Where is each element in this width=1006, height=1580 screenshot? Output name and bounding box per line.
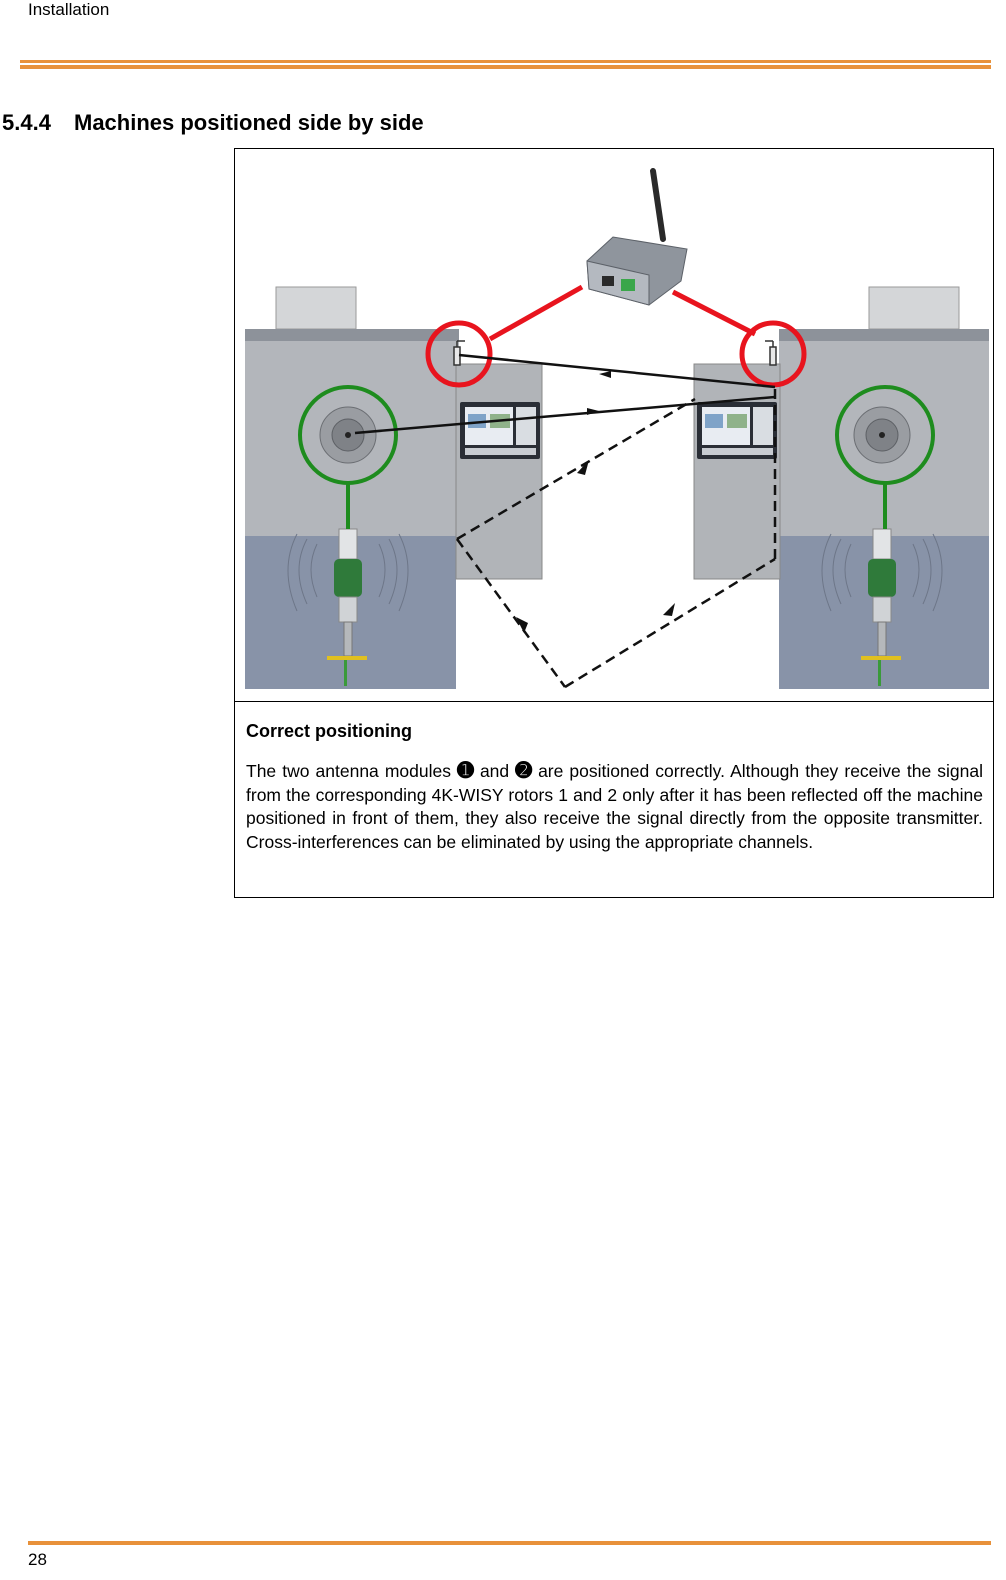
left-4k-wisy-tool: [327, 528, 367, 686]
caption-body: The two antenna modules ➊ and ➋ are posi…: [246, 760, 983, 854]
direct-signal-lines: [354, 353, 776, 435]
right-control-cabinet: [693, 363, 781, 580]
right-control-panel: [697, 402, 777, 459]
footer-rule: [28, 1541, 991, 1545]
caption-part-2: and: [479, 761, 510, 781]
left-control-panel: [460, 402, 540, 459]
right-signal-waves: [821, 533, 943, 612]
marker-2: ➋: [515, 760, 532, 782]
antenna-modules: [453, 340, 777, 366]
section-title: Machines positioned side by side: [74, 110, 424, 135]
figure-box: Correct positioning The two antenna modu…: [234, 148, 994, 898]
caption-title: Correct positioning: [246, 721, 412, 741]
direct-arrow-1: [587, 408, 599, 415]
marker-1: ➊: [457, 760, 474, 782]
reflected-signal-lines: [455, 389, 777, 689]
left-signal-waves: [287, 533, 409, 612]
left-control-cabinet: [455, 363, 543, 580]
right-machine-top-box: [868, 286, 960, 330]
right-rotor: [853, 406, 911, 464]
left-machine-roof: [245, 329, 459, 341]
caption-part-1: The two antenna modules: [246, 761, 452, 781]
caption-part-3: are positioned correctly. Although they …: [246, 761, 983, 852]
red-antenna-module-markers: [425, 284, 807, 388]
right-machine-roof: [779, 329, 989, 341]
machines-illustration: [235, 149, 993, 702]
figure-caption: Correct positioning The two antenna modu…: [246, 720, 983, 854]
left-machine-top-box: [275, 286, 357, 330]
reflected-arrow-2: [516, 617, 528, 633]
machines-diagram: [245, 168, 989, 689]
section-number: 5.4.4: [2, 110, 51, 135]
direct-arrow-2: [599, 371, 611, 378]
section-heading: 5.4.4 Machines positioned side by side: [2, 110, 424, 136]
page-number: 28: [28, 1550, 47, 1569]
reflected-arrow-3: [663, 603, 675, 616]
right-4k-wisy-tool: [861, 528, 901, 686]
running-header: Installation: [28, 0, 110, 19]
reflected-arrow-1: [577, 460, 589, 475]
green-rotor-markers: [298, 385, 935, 529]
antenna-receiver: [586, 168, 688, 306]
left-rotor: [319, 406, 377, 464]
header-rule: [20, 60, 991, 70]
